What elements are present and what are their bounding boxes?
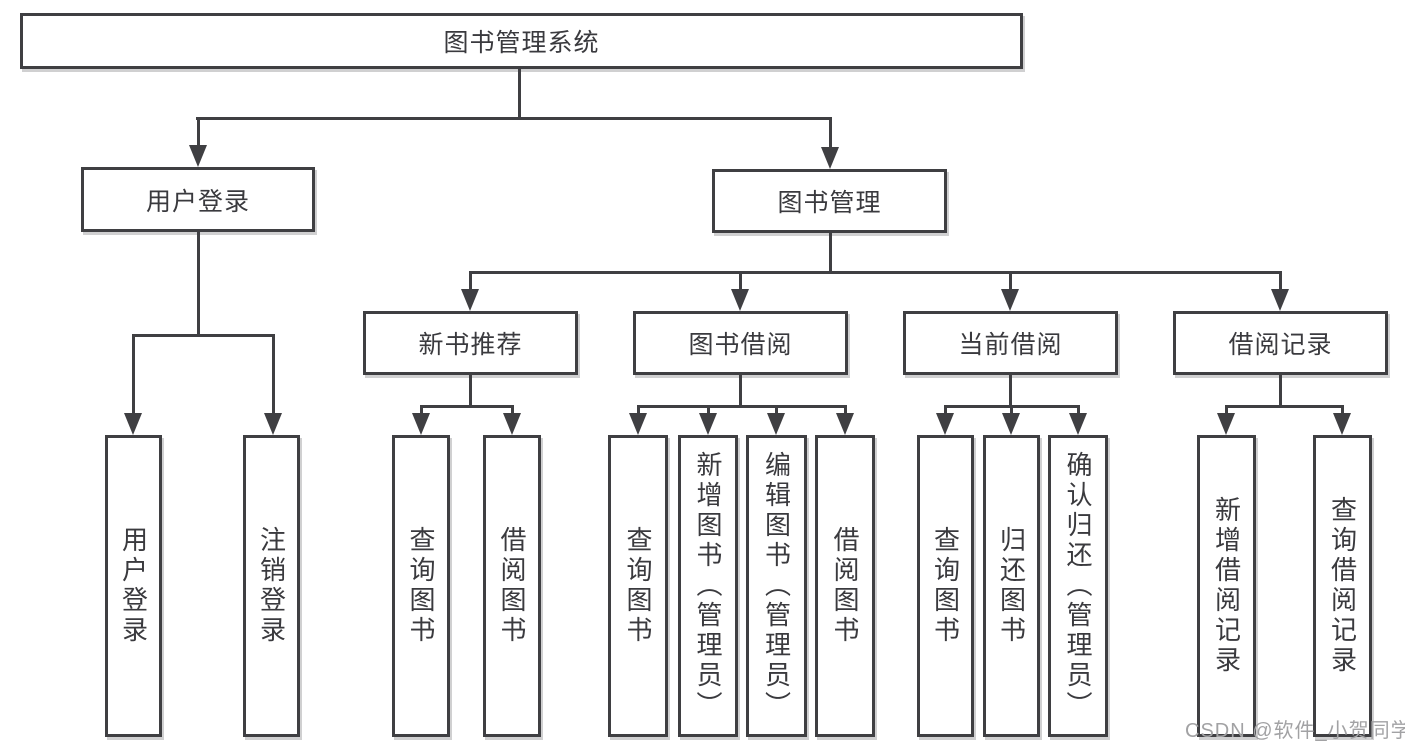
connector-current-borrowing-drop <box>1009 373 1012 407</box>
leaf-logout: 注销登录 <box>243 435 300 737</box>
leaf-confirm-return-admin-label: 确认归还（管理员） <box>1063 451 1093 721</box>
connector-bb-leaf4 <box>844 405 847 415</box>
node-user-login: 用户登录 <box>81 167 315 232</box>
connector-user-login-bus <box>132 334 275 337</box>
leaf-add-borrow-record: 新增借阅记录 <box>1197 435 1256 737</box>
arrowhead-nb-leaf2 <box>503 413 521 435</box>
leaf-user-login-label: 用户登录 <box>118 526 149 646</box>
connector-cb-leaf1 <box>944 405 947 415</box>
arrowhead-bb-leaf1 <box>629 413 647 435</box>
leaf-query-books-borrowing: 查询图书 <box>608 435 668 737</box>
leaf-add-books-admin: 新增图书（管理员） <box>678 435 738 737</box>
connector-level3-bus <box>469 271 1282 274</box>
csdn-watermark: CSDN @软件_小贺同学 <box>1185 720 1405 742</box>
connector-to-new-books <box>469 271 472 291</box>
leaf-query-borrow-record: 查询借阅记录 <box>1313 435 1372 737</box>
leaf-query-books-borrowing-label: 查询图书 <box>623 526 653 646</box>
node-new-book-recommend-label: 新书推荐 <box>418 331 523 359</box>
node-library-system-label: 图书管理系统 <box>443 29 600 57</box>
connector-bb-leaf1 <box>637 405 640 415</box>
connector-borrowing-records-bus <box>1225 405 1344 408</box>
connector-root-drop <box>518 67 521 119</box>
connector-nb-leaf2 <box>511 405 514 415</box>
connector-to-leaf-logout <box>272 334 275 415</box>
connector-to-user-login <box>197 117 200 147</box>
node-book-borrowing: 图书借阅 <box>633 311 848 375</box>
arrowhead-br-leaf1 <box>1217 413 1235 435</box>
node-book-borrowing-label: 图书借阅 <box>688 331 793 359</box>
connector-to-book-borrowing <box>739 271 742 291</box>
arrowhead-book-management <box>821 147 839 169</box>
arrowhead-leaf-user-login <box>124 413 142 435</box>
node-current-borrowing: 当前借阅 <box>903 311 1118 375</box>
connector-to-borrowing-records <box>1279 271 1282 291</box>
node-library-system: 图书管理系统 <box>20 13 1023 69</box>
leaf-borrow-books-recommend-label: 借阅图书 <box>497 526 527 646</box>
leaf-query-books-current: 查询图书 <box>917 435 974 737</box>
arrowhead-bb-leaf3 <box>767 413 785 435</box>
leaf-borrow-books-recommend: 借阅图书 <box>483 435 541 737</box>
node-book-management: 图书管理 <box>712 169 947 233</box>
connector-br-leaf2 <box>1341 405 1344 415</box>
arrowhead-bb-leaf4 <box>836 413 854 435</box>
arrowhead-current-borrowing <box>1001 289 1019 311</box>
connector-bb-leaf2 <box>707 405 710 415</box>
arrowhead-leaf-logout <box>264 413 282 435</box>
arrowhead-cb-leaf2 <box>1002 413 1020 435</box>
leaf-add-borrow-record-label: 新增借阅记录 <box>1211 496 1242 676</box>
connector-cb-leaf3 <box>1077 405 1080 415</box>
connector-new-books-drop <box>469 373 472 407</box>
connector-cb-leaf2 <box>1010 405 1013 415</box>
arrowhead-new-books <box>461 289 479 311</box>
arrowhead-borrowing-records <box>1271 289 1289 311</box>
node-user-login-label: 用户登录 <box>145 187 250 216</box>
leaf-return-books: 归还图书 <box>983 435 1040 737</box>
arrowhead-bb-leaf2 <box>699 413 717 435</box>
node-new-book-recommend: 新书推荐 <box>363 311 578 375</box>
connector-user-login-drop <box>197 230 200 336</box>
connector-br-leaf1 <box>1225 405 1228 415</box>
connector-book-borrowing-drop <box>739 373 742 407</box>
connector-to-leaf-user-login <box>132 334 135 415</box>
node-book-management-label: 图书管理 <box>777 189 882 217</box>
leaf-borrow-books-borrowing: 借阅图书 <box>815 435 875 737</box>
arrowhead-cb-leaf3 <box>1069 413 1087 435</box>
connector-borrowing-records-drop <box>1279 373 1282 407</box>
leaf-borrow-books-borrowing-label: 借阅图书 <box>830 526 860 646</box>
connector-to-current-borrowing <box>1009 271 1012 291</box>
connector-nb-leaf1 <box>420 405 423 415</box>
connector-level2-bus <box>196 117 832 120</box>
leaf-logout-label: 注销登录 <box>256 526 287 646</box>
leaf-query-books-recommend-label: 查询图书 <box>406 526 436 646</box>
leaf-add-books-admin-label: 新增图书（管理员） <box>693 451 723 721</box>
node-borrowing-records-label: 借阅记录 <box>1228 331 1333 359</box>
leaf-edit-books-admin: 编辑图书（管理员） <box>746 435 807 737</box>
leaf-edit-books-admin-label: 编辑图书（管理员） <box>761 451 792 721</box>
arrowhead-cb-leaf1 <box>936 413 954 435</box>
connector-bb-leaf3 <box>775 405 778 415</box>
arrowhead-book-borrowing <box>731 289 749 311</box>
connector-new-books-bus <box>420 405 513 408</box>
leaf-user-login: 用户登录 <box>105 435 162 737</box>
leaf-query-borrow-record-label: 查询借阅记录 <box>1327 496 1358 676</box>
connector-book-management-drop <box>829 231 832 273</box>
arrowhead-br-leaf2 <box>1333 413 1351 435</box>
node-current-borrowing-label: 当前借阅 <box>958 331 1063 359</box>
leaf-query-books-recommend: 查询图书 <box>392 435 450 737</box>
connector-to-book-management <box>829 117 832 149</box>
connector-book-borrowing-bus <box>637 405 847 408</box>
arrowhead-user-login <box>189 145 207 167</box>
arrowhead-nb-leaf1 <box>412 413 430 435</box>
leaf-return-books-label: 归还图书 <box>996 526 1027 646</box>
node-borrowing-records: 借阅记录 <box>1173 311 1388 375</box>
leaf-confirm-return-admin: 确认归还（管理员） <box>1048 435 1108 737</box>
leaf-query-books-current-label: 查询图书 <box>930 526 961 646</box>
